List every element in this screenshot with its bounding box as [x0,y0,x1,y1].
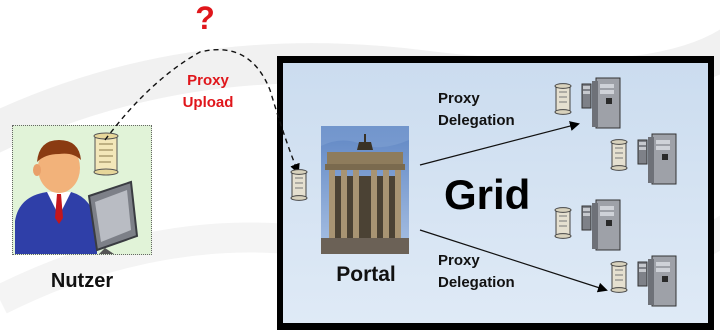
user-box [12,125,152,255]
portal-label: Portal [336,263,396,286]
proxy-delegation-top-label: Proxy Delegation [438,88,515,132]
question-mark: ? [195,0,215,36]
proxy-delegation-top-line1: Proxy [438,90,480,107]
proxy-upload-line2: Upload [182,94,234,111]
proxy-delegation-top-line2: Delegation [438,112,515,129]
brandenburg-gate-photo [321,126,409,254]
proxy-delegation-bottom-line1: Proxy [438,252,480,269]
user-at-computer-icon [15,132,139,254]
scroll-certificate-icon [93,132,119,176]
proxy-upload-line1: Proxy [187,72,229,89]
proxy-upload-label: Proxy Upload [168,70,248,114]
user-label: Nutzer [50,270,114,292]
portal-photo [321,126,409,254]
grid-label: Grid [444,171,531,218]
proxy-delegation-bottom-line2: Delegation [438,274,515,291]
proxy-delegation-bottom-label: Proxy Delegation [438,250,515,294]
